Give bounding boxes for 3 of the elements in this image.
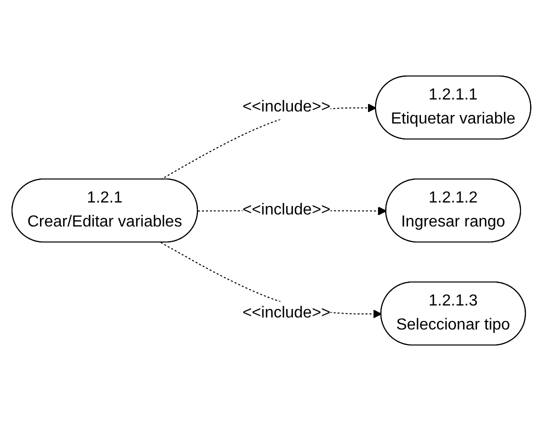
edge-label: <<include>> <box>242 304 330 322</box>
edge-label: <<include>> <box>242 98 330 116</box>
edge-label: <<include>> <box>242 201 330 218</box>
